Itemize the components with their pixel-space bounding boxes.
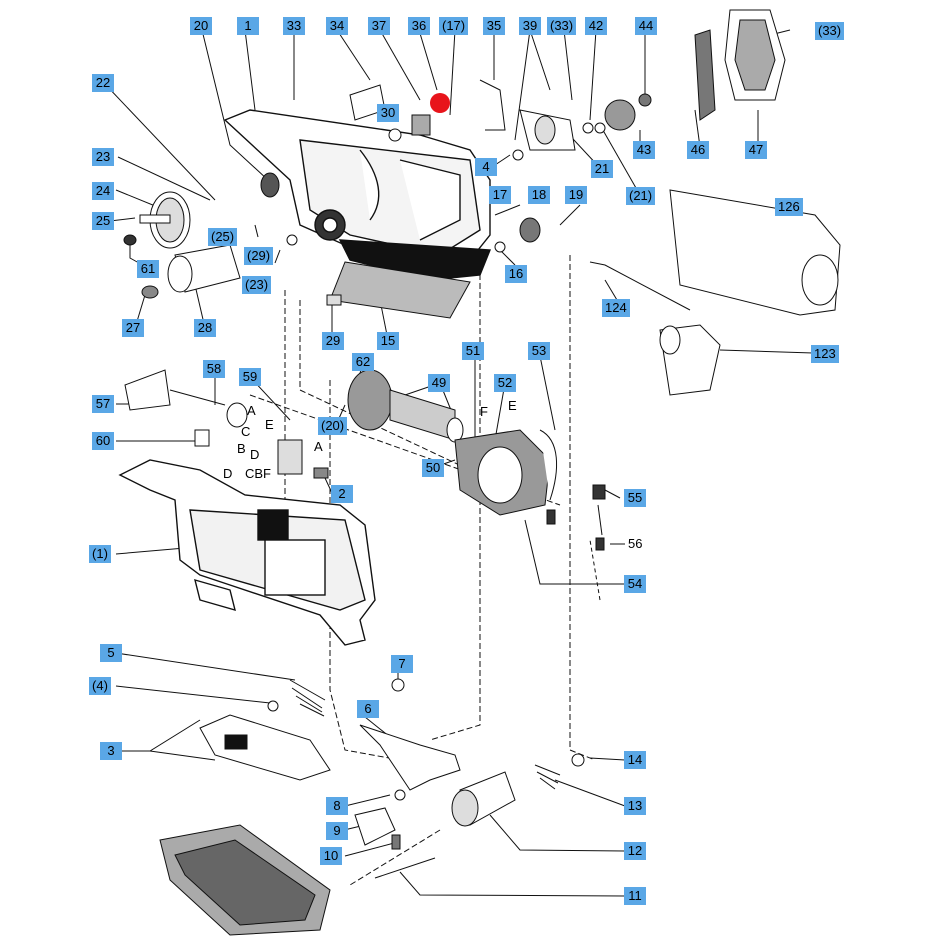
part-label-14[interactable]: 14	[624, 751, 646, 769]
part-label-23-ref[interactable]: (23)	[242, 276, 272, 294]
part-label-43[interactable]: 43	[633, 141, 655, 159]
part-label-54[interactable]: 54	[624, 575, 646, 593]
part-label-4-ref[interactable]: (4)	[89, 677, 111, 695]
part-label-55[interactable]: 55	[624, 489, 646, 507]
part-label-53[interactable]: 53	[528, 342, 550, 360]
part-label-21-ref[interactable]: (21)	[626, 187, 656, 205]
wire-letter-d: D	[250, 447, 260, 462]
part-label-124[interactable]: 124	[602, 299, 630, 317]
part-label-6[interactable]: 6	[357, 700, 379, 718]
part-label-9[interactable]: 9	[326, 822, 348, 840]
part-label-123[interactable]: 123	[811, 345, 839, 363]
part-label-29-ref[interactable]: (29)	[244, 247, 274, 265]
part-label-1-ref[interactable]: (1)	[89, 545, 111, 563]
part-label-47[interactable]: 47	[745, 141, 767, 159]
part-label-15[interactable]: 15	[377, 332, 399, 350]
part-label-22[interactable]: 22	[92, 74, 114, 92]
part-label-44[interactable]: 44	[635, 17, 657, 35]
part-label-29[interactable]: 29	[322, 332, 344, 350]
wire-letter-cbf: CBF	[245, 466, 271, 481]
part-label-62[interactable]: 62	[352, 353, 374, 371]
part-label-11[interactable]: 11	[624, 887, 646, 905]
part-label-30[interactable]: 30	[377, 104, 399, 122]
part-label-23[interactable]: 23	[92, 148, 114, 166]
part-label-50[interactable]: 50	[422, 459, 444, 477]
part-label-25[interactable]: 25	[92, 212, 114, 230]
part-label-5[interactable]: 5	[100, 644, 122, 662]
part-label-20[interactable]: 20	[190, 17, 212, 35]
wire-letter-e: E	[265, 417, 274, 432]
part-label-1[interactable]: 1	[237, 17, 259, 35]
part-label-49[interactable]: 49	[428, 374, 450, 392]
part-label-21[interactable]: 21	[591, 160, 613, 178]
part-label-126[interactable]: 126	[775, 198, 803, 216]
part-label-17[interactable]: 17	[489, 186, 511, 204]
part-label-59[interactable]: 59	[239, 368, 261, 386]
part-label-34[interactable]: 34	[326, 17, 348, 35]
part-label-36[interactable]: 36	[408, 17, 430, 35]
part-label-8[interactable]: 8	[326, 797, 348, 815]
wire-letter-b: B	[237, 441, 246, 456]
part-label-51[interactable]: 51	[462, 342, 484, 360]
part-label-52[interactable]: 52	[494, 374, 516, 392]
part-label-27[interactable]: 27	[122, 319, 144, 337]
wire-letter-f: F	[480, 404, 488, 419]
part-label-2[interactable]: 2	[331, 485, 353, 503]
part-label-13[interactable]: 13	[624, 797, 646, 815]
wire-letter-a: A	[247, 403, 256, 418]
highlighted-part-marker[interactable]	[430, 93, 450, 113]
part-label-39[interactable]: 39	[519, 17, 541, 35]
part-label-12[interactable]: 12	[624, 842, 646, 860]
wire-letter-a-2: A	[314, 439, 323, 454]
part-label-19[interactable]: 19	[565, 186, 587, 204]
part-label-10[interactable]: 10	[320, 847, 342, 865]
wire-letter-c: C	[241, 424, 251, 439]
part-label-28[interactable]: 28	[194, 319, 216, 337]
part-label-20-ref[interactable]: (20)	[318, 417, 348, 435]
part-label-25-ref[interactable]: (25)	[208, 228, 238, 246]
wire-letter-e-2: E	[508, 398, 517, 413]
part-label-61[interactable]: 61	[137, 260, 159, 278]
part-label-3[interactable]: 3	[100, 742, 122, 760]
part-label-37[interactable]: 37	[368, 17, 390, 35]
part-label-57[interactable]: 57	[92, 395, 114, 413]
part-label-60[interactable]: 60	[92, 432, 114, 450]
part-label-35[interactable]: 35	[483, 17, 505, 35]
part-label-17-ref[interactable]: (17)	[439, 17, 469, 35]
part-label-33-ref[interactable]: (33)	[547, 17, 577, 35]
wire-letter-d-2: D	[223, 466, 233, 481]
part-label-24[interactable]: 24	[92, 182, 114, 200]
part-label-42[interactable]: 42	[585, 17, 607, 35]
part-label-16[interactable]: 16	[505, 265, 527, 283]
part-label-46[interactable]: 46	[687, 141, 709, 159]
part-label-56[interactable]: 56	[628, 536, 643, 551]
part-label-4[interactable]: 4	[475, 158, 497, 176]
part-label-33-ref-2[interactable]: (33)	[815, 22, 845, 40]
part-label-33[interactable]: 33	[283, 17, 305, 35]
part-label-58[interactable]: 58	[203, 360, 225, 378]
part-label-18[interactable]: 18	[528, 186, 550, 204]
part-label-7[interactable]: 7	[391, 655, 413, 673]
